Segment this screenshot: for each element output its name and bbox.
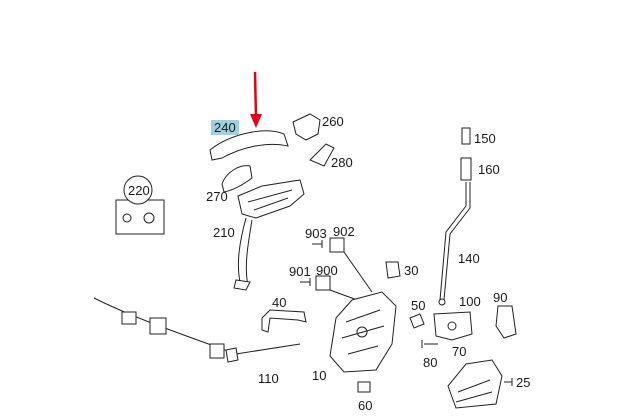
callout-80[interactable]: 80 (423, 355, 438, 370)
part-240-door-handle (209, 130, 289, 161)
callout-902[interactable]: 902 (333, 224, 355, 239)
callout-210[interactable]: 210 (213, 225, 235, 240)
callout-140[interactable]: 140 (458, 251, 480, 266)
part-270-bezel (221, 165, 253, 193)
callout-70[interactable]: 70 (452, 344, 467, 359)
callout-900[interactable]: 900 (316, 263, 338, 278)
part-80-bolt (421, 340, 438, 348)
part-280-seal (309, 143, 335, 167)
part-50-screw (409, 313, 425, 329)
callout-220[interactable]: 220 (128, 183, 150, 198)
callout-903[interactable]: 903 (305, 226, 327, 241)
callout-110[interactable]: 110 (258, 371, 279, 386)
callout-90[interactable]: 90 (493, 290, 508, 305)
callout-901[interactable]: 901 (289, 264, 311, 279)
callout-10[interactable]: 10 (312, 368, 327, 383)
part-210-rod (237, 217, 253, 287)
callout-260[interactable]: 260 (322, 114, 344, 129)
callout-25[interactable]: 25 (516, 375, 531, 390)
part-lock-housing (447, 359, 503, 409)
part-903-screw (312, 240, 323, 248)
callout-30[interactable]: 30 (404, 263, 419, 278)
part-30-clip (385, 261, 401, 279)
part-60-screw (357, 381, 371, 393)
part-140-rod (439, 182, 471, 301)
pointer-arrow (250, 71, 262, 128)
part-90-plate (495, 305, 517, 339)
part-901-screw (300, 278, 311, 286)
callout-150[interactable]: 150 (474, 131, 496, 146)
callout-270[interactable]: 270 (206, 189, 228, 204)
part-100-striker (433, 311, 473, 341)
callout-280[interactable]: 280 (331, 155, 353, 170)
callout-240[interactable]: 240 (211, 120, 239, 135)
part-902-clip (329, 237, 345, 253)
callout-160[interactable]: 160 (478, 162, 500, 177)
part-220-kit-box (115, 199, 165, 235)
part-40-bracket (261, 309, 307, 333)
callout-40[interactable]: 40 (272, 295, 287, 310)
part-220-callout-circle (123, 175, 153, 205)
callout-50[interactable]: 50 (411, 298, 426, 313)
part-260-handle-cap (292, 113, 321, 141)
part-900-clip (315, 275, 331, 291)
part-150-clip (461, 127, 471, 145)
part-25-bolt (504, 378, 513, 386)
part-160-sleeve (460, 157, 472, 181)
part-handle-carrier (237, 179, 305, 219)
callout-100[interactable]: 100 (459, 294, 481, 309)
callout-60[interactable]: 60 (358, 398, 373, 413)
